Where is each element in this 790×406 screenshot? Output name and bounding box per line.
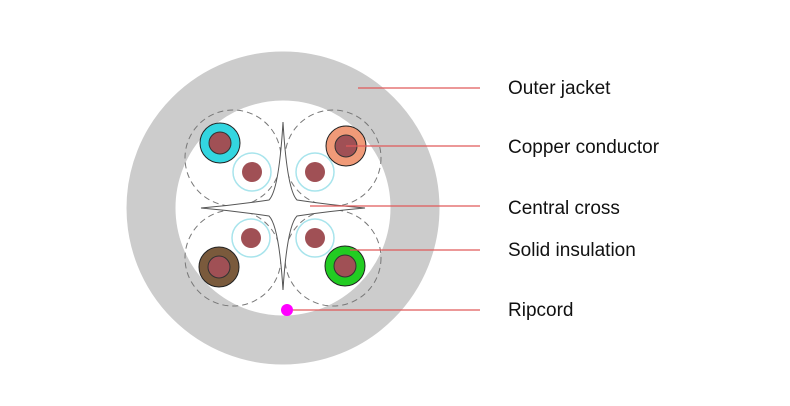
brown-pair-conductor [207, 255, 231, 279]
inner-conductor-bottom-left [241, 228, 261, 248]
ripcord-dot [281, 304, 293, 316]
label-solid-insulation: Solid insulation [508, 240, 636, 261]
inner-conductor-top-left [242, 162, 262, 182]
label-central-cross: Central cross [508, 198, 620, 219]
inner-conductor-bottom-right [305, 228, 325, 248]
label-ripcord: Ripcord [508, 300, 573, 321]
label-outer-jacket: Outer jacket [508, 78, 611, 99]
blue-pair-conductor [208, 131, 232, 155]
central-cross [200, 121, 366, 291]
inner-conductors [231, 152, 335, 258]
green-pair-conductor [333, 254, 357, 278]
colored-conductors [198, 122, 367, 288]
outer-jacket [126, 51, 440, 365]
inner-conductor-top-right [305, 162, 325, 182]
label-copper-conductor: Copper conductor [508, 137, 660, 158]
